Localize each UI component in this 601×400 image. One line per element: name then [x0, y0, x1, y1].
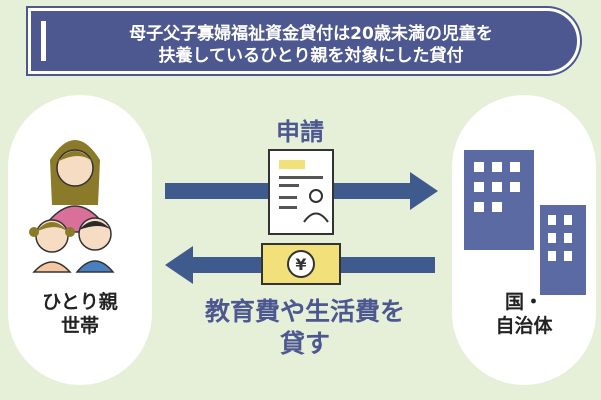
- title-line-2: 扶養しているひとり親を対象にした貸付: [158, 46, 464, 66]
- banner-accent: [41, 21, 46, 61]
- document-icon: [268, 149, 334, 235]
- money-icon: ¥: [261, 243, 341, 285]
- government-line-2: 自治体: [495, 315, 553, 337]
- title-banner: 母子父子寡婦福祉資金貸付は20歳未満の児童を 扶養しているひとり親を対象にした貸…: [28, 8, 580, 74]
- loan-label-line-2: 貸す: [279, 329, 330, 358]
- family-icon: [29, 140, 115, 273]
- loan-label: 教育費や生活費を 貸す: [180, 296, 430, 360]
- single-parent-label: ひとり親 世帯: [8, 290, 152, 338]
- single-parent-line-2: 世帯: [60, 315, 99, 337]
- apply-label: 申請: [276, 118, 324, 146]
- government-line-1: 国・: [504, 291, 543, 313]
- single-parent-line-1: ひとり親: [42, 291, 118, 313]
- title-line-1: 母子父子寡婦福祉資金貸付は20歳未満の児童を: [129, 24, 493, 44]
- yen-symbol: ¥: [295, 255, 306, 274]
- title-text: 母子父子寡婦福祉資金貸付は20歳未満の児童を 扶養しているひとり親を対象にした貸…: [61, 23, 561, 67]
- building-icon: [464, 150, 586, 295]
- loan-label-line-1: 教育費や生活費を: [204, 297, 405, 326]
- government-label: 国・ 自治体: [452, 290, 596, 338]
